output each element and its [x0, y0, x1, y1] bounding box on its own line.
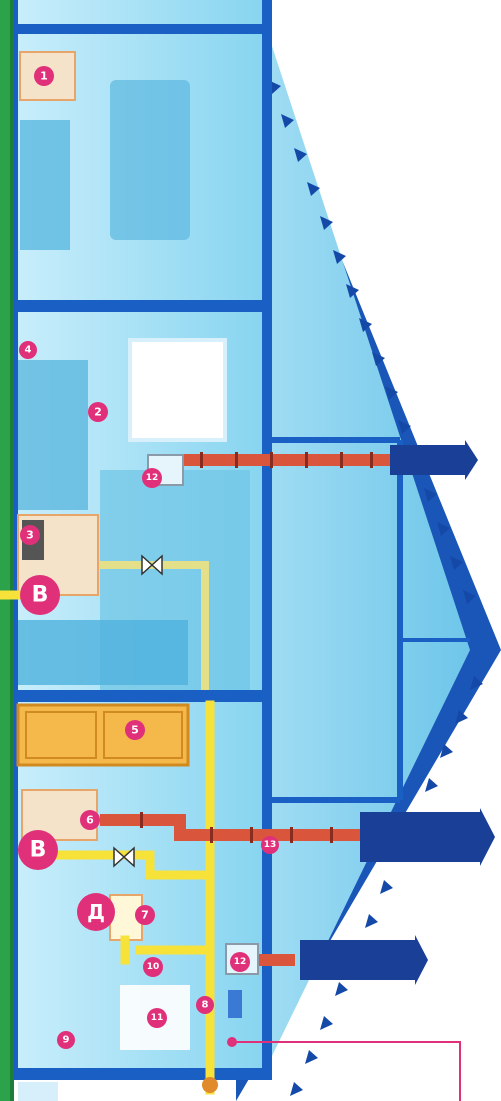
- floor-divider-2: [14, 690, 270, 702]
- badge-4: 4: [19, 341, 37, 359]
- gas-inlet-fitting: [228, 990, 242, 1018]
- badge-10: 10: [143, 957, 163, 977]
- kitchen-window: [130, 340, 225, 440]
- svg-text:3: 3: [26, 529, 34, 542]
- svg-text:1: 1: [40, 70, 48, 83]
- outer-wall-right: [262, 0, 272, 1080]
- badge-6: 6: [80, 810, 100, 830]
- bathtub: [110, 80, 190, 240]
- svg-text:9: 9: [63, 1035, 70, 1046]
- ground-edge: [10, 0, 14, 1101]
- svg-text:7: 7: [141, 909, 149, 922]
- window-bottom: [18, 1082, 58, 1101]
- chimney-icon: [390, 440, 478, 480]
- top-wall: [14, 24, 264, 34]
- gas-inlet-knob: [202, 1077, 218, 1093]
- chimney-icon: [360, 808, 495, 866]
- badge-2: 2: [88, 402, 108, 422]
- svg-text:6: 6: [86, 814, 94, 827]
- kitchen-cabinet: [18, 360, 88, 510]
- badge-13: 13: [261, 836, 279, 854]
- svg-text:2: 2: [94, 406, 102, 419]
- bottom-wall: [14, 1068, 264, 1080]
- svg-text:В: В: [30, 838, 47, 863]
- svg-text:13: 13: [264, 840, 277, 850]
- badge-11: 11: [147, 1008, 167, 1028]
- svg-text:8: 8: [202, 1000, 209, 1011]
- badge-7: 7: [135, 905, 155, 925]
- svg-text:12: 12: [146, 473, 159, 483]
- letter-badge-d: Д: [77, 893, 115, 931]
- svg-text:Д: Д: [87, 900, 105, 924]
- badge-12a: 12: [142, 468, 162, 488]
- svg-text:4: 4: [25, 345, 32, 356]
- letter-badge-b1: В: [20, 575, 60, 615]
- badge-8: 8: [196, 996, 214, 1014]
- callout-dot: [227, 1037, 237, 1047]
- svg-text:В: В: [32, 583, 49, 608]
- badge-9: 9: [57, 1031, 75, 1049]
- floor-divider-1: [14, 300, 270, 312]
- svg-text:11: 11: [151, 1013, 164, 1023]
- letter-badge-b2: В: [18, 830, 58, 870]
- badge-3: 3: [20, 525, 40, 545]
- fridge: [18, 620, 188, 685]
- svg-text:5: 5: [131, 724, 139, 737]
- badge-5: 5: [125, 720, 145, 740]
- sink-cabinet: [20, 120, 70, 250]
- svg-text:10: 10: [147, 962, 160, 972]
- svg-text:12: 12: [234, 957, 247, 967]
- badge-1: 1: [34, 66, 54, 86]
- badge-12b: 12: [230, 952, 250, 972]
- chimney-icon: [300, 935, 428, 985]
